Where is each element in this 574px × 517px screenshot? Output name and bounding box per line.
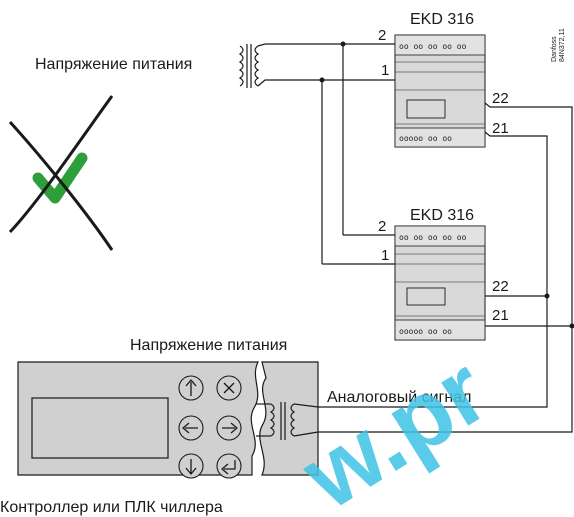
terminal-1-top: 1 <box>381 62 389 79</box>
controller-label: Контроллер или ПЛК чиллера <box>0 499 223 516</box>
terminal-21-bottom: 21 <box>492 307 509 324</box>
svg-text:84N372,11: 84N372,11 <box>559 28 566 62</box>
supply-label-bottom: Напряжение питания <box>130 337 287 354</box>
check-icon <box>32 152 88 204</box>
enter-icon <box>216 453 242 479</box>
junction-dot <box>319 77 325 83</box>
svg-text:Danfoss: Danfoss <box>551 36 558 62</box>
controller-display <box>31 397 169 459</box>
terminal-22-top: 22 <box>492 90 509 107</box>
ekd316-module-bottom: EKD 316 2 1 oo oo oo oo oo ooooo oo oo <box>378 207 486 341</box>
terminal-1-bottom: 1 <box>381 247 389 264</box>
analog-signal-wires <box>318 102 573 433</box>
supply-wires <box>257 43 395 265</box>
wrong-connection-mark <box>8 95 114 251</box>
junction-dot <box>340 41 346 47</box>
transformer-top <box>238 44 260 88</box>
ekd316-module-top: EKD 316 2 1 oo oo oo oo oo ooooo oo oo <box>378 11 486 148</box>
svg-text:ooooo oo oo: ooooo oo oo <box>399 327 452 336</box>
chiller-controller <box>17 361 319 479</box>
svg-text:oo oo oo oo oo: oo oo oo oo oo <box>399 233 467 242</box>
terminal-2-bottom: 2 <box>378 218 386 235</box>
terminal-22-bottom: 22 <box>492 278 509 295</box>
terminal-2-top: 2 <box>378 27 386 44</box>
junction-dot <box>544 293 550 299</box>
device-name-bottom: EKD 316 <box>410 207 474 224</box>
supply-label-top: Напряжение питания <box>35 56 192 73</box>
analog-signal-label: Аналоговый сигнал <box>327 389 471 406</box>
svg-text:ooooo oo oo: ooooo oo oo <box>399 134 452 143</box>
terminal-21-top: 21 <box>492 120 509 137</box>
junction-dot <box>569 323 574 329</box>
svg-text:oo oo oo oo oo: oo oo oo oo oo <box>399 42 467 51</box>
device-name-top: EKD 316 <box>410 11 474 28</box>
drawing-code: Danfoss 84N372,11 <box>551 28 566 62</box>
